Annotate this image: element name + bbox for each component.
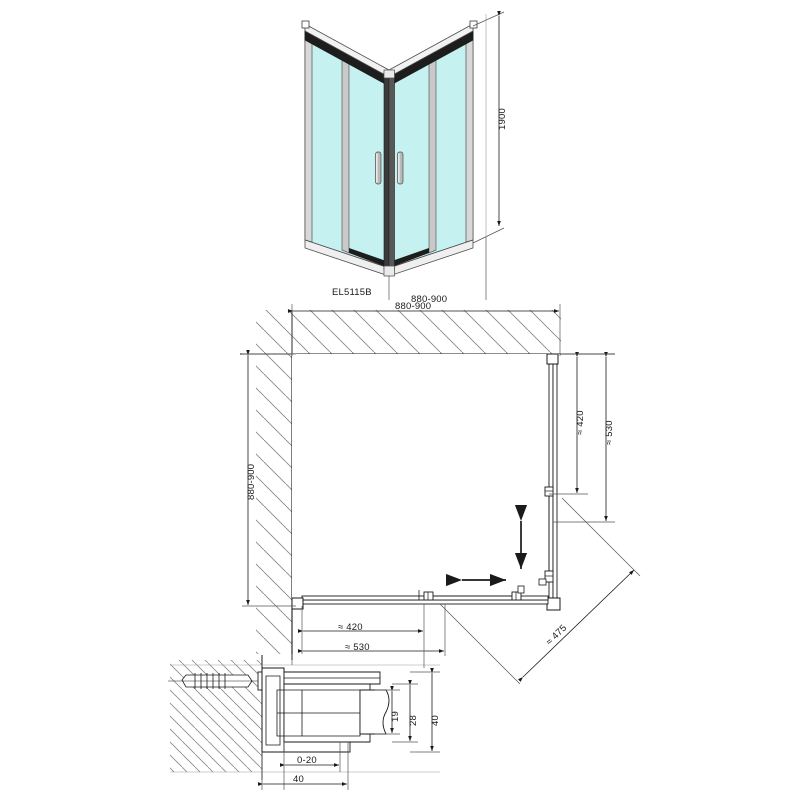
plan-top-wall-hatch bbox=[256, 310, 561, 354]
right-handle-highlight bbox=[398, 153, 400, 183]
detail-40-height-label: 40 bbox=[430, 715, 441, 726]
plan-bottom-door-edge bbox=[517, 585, 525, 594]
detail-door-frame-inner bbox=[276, 689, 361, 737]
plan-bottom-wall-profile bbox=[291, 597, 304, 610]
plan-left-dim-label: 880-900 bbox=[246, 463, 257, 500]
plan-bottom-roller-left[interactable] bbox=[423, 591, 434, 601]
left-top-bracket bbox=[301, 20, 310, 29]
corner-post-top-cap bbox=[383, 69, 395, 79]
profile-section-detail bbox=[168, 638, 440, 790]
iso-right-wing bbox=[388, 23, 474, 277]
iso-width-label: 880-900 bbox=[411, 294, 448, 305]
corner-post-foot bbox=[383, 265, 395, 277]
right-fixed-panel bbox=[465, 29, 474, 243]
detail-40-width-label: 40 bbox=[293, 774, 304, 785]
left-bottom-shadow bbox=[349, 248, 389, 268]
corner-post-left bbox=[383, 71, 390, 271]
detail-28-label: 28 bbox=[408, 715, 419, 726]
plan-right-inner-rail bbox=[552, 359, 558, 607]
plan-right-roller-upper[interactable] bbox=[544, 486, 554, 497]
model-code-label: EL5115B bbox=[332, 287, 372, 298]
plan-right-corner-post bbox=[546, 597, 561, 611]
detail-0-20-label: 0-20 bbox=[297, 755, 317, 766]
plan-bottom-420-label: ≈ 420 bbox=[338, 622, 363, 633]
iso-height-label: 1900 bbox=[497, 108, 508, 130]
left-fixed-panel bbox=[304, 29, 313, 243]
plan-diag-ext-upper bbox=[561, 497, 641, 577]
plan-bottom-530-label: ≈ 530 bbox=[345, 642, 370, 653]
iso-height-dimension bbox=[472, 10, 505, 244]
plan-right-530-label: ≈ 530 bbox=[604, 420, 615, 445]
plan-top-dimension bbox=[287, 304, 561, 356]
iso-corner-post bbox=[383, 69, 395, 277]
plan-diag-dim-line bbox=[517, 569, 635, 682]
iso-width-dimension bbox=[388, 237, 487, 300]
plan-top-dim-label: 880-900 bbox=[395, 301, 432, 312]
wall-plug-anchor bbox=[168, 673, 262, 689]
plan-diag-ext-lower bbox=[439, 603, 521, 685]
detail-wall-hatch bbox=[170, 660, 262, 772]
detail-vertical-dimensions bbox=[375, 667, 440, 753]
iso-height-ext-bottom bbox=[472, 227, 505, 244]
detail-wall-profile-inner bbox=[265, 675, 281, 746]
plan-diagonal-dimension bbox=[439, 497, 641, 685]
right-sliding-door bbox=[428, 50, 437, 254]
plan-right-wall-profile bbox=[546, 353, 559, 365]
left-handle-highlight bbox=[376, 153, 378, 183]
plan-enclosure-interior bbox=[292, 354, 560, 606]
isometric-view bbox=[301, 10, 505, 300]
plan-right-dimensions bbox=[549, 351, 615, 523]
left-door-handle[interactable] bbox=[375, 151, 382, 185]
detail-wall-profile bbox=[261, 667, 285, 753]
plan-right-420-label: ≈ 420 bbox=[575, 410, 586, 435]
left-sliding-door bbox=[341, 50, 350, 254]
detail-seal-profile bbox=[359, 689, 390, 735]
plan-left-wall-hatch bbox=[256, 354, 292, 614]
plan-view bbox=[240, 304, 641, 685]
detail-19-label: 19 bbox=[390, 711, 401, 722]
corner-post-right bbox=[388, 71, 395, 271]
plan-left-dimension bbox=[242, 349, 296, 607]
right-door-handle[interactable] bbox=[397, 151, 404, 185]
plan-lower-left-hatch bbox=[256, 614, 292, 654]
plan-right-door-edge bbox=[538, 578, 547, 586]
plan-right-outer-rail bbox=[548, 359, 554, 607]
iso-left-wing bbox=[304, 23, 390, 277]
plan-bottom-outer-rail bbox=[301, 599, 549, 605]
detail-horizontal-dimensions bbox=[257, 742, 349, 790]
right-bottom-shadow bbox=[389, 248, 429, 268]
plan-bottom-dimensions bbox=[297, 604, 446, 656]
